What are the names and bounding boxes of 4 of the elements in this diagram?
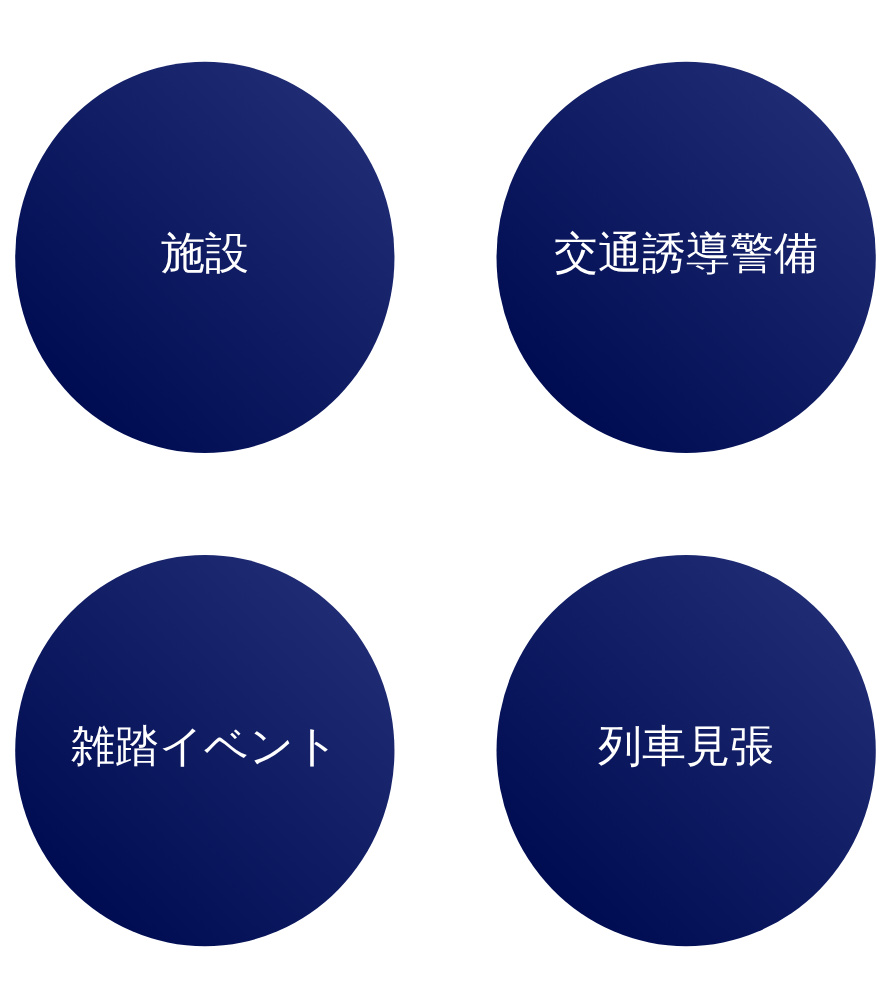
node-circle: 雑踏イベント xyxy=(15,555,395,947)
node-circle: 交通誘導警備 xyxy=(496,61,876,453)
node-circle: 施設 xyxy=(15,61,395,453)
node-circle: 列車見張 xyxy=(496,555,876,947)
